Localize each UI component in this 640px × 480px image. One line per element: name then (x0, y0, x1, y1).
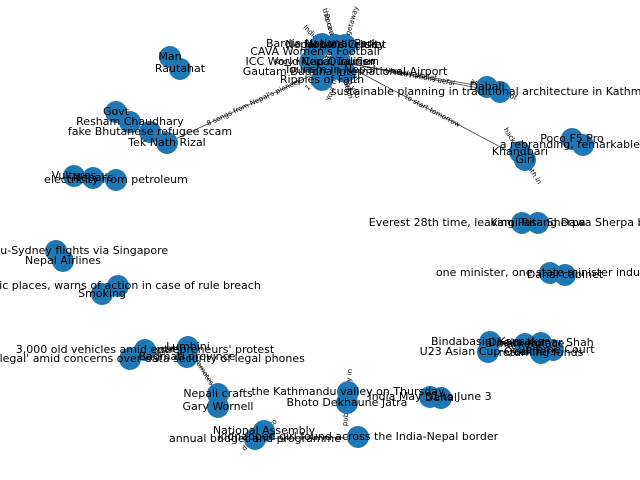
edge-label: lost (98, 174, 112, 183)
graph-node (244, 428, 266, 450)
graph-node (530, 342, 552, 364)
graph-node (156, 132, 178, 154)
node-label: Nepal biodiversity (285, 38, 385, 51)
graph-node (207, 396, 229, 418)
node-label: Man (158, 50, 181, 63)
node-label: National Assembly (213, 424, 316, 437)
node-label: Bhoto Dekhaune Jatra (287, 396, 408, 409)
node-label: Bardia National Park (266, 37, 379, 50)
edge-label: to start tomorrow (403, 93, 461, 129)
graph-node (176, 346, 198, 368)
graph-node (63, 165, 85, 187)
node-label: Tek Nath Rizal (127, 136, 206, 149)
graph-node (336, 392, 358, 414)
graph-node (476, 76, 498, 98)
node-label: Bindabasini Kansakar (431, 335, 549, 348)
graph-node (511, 212, 533, 234)
node-label: 3,000 old vehicles amid entrepreneurs' p… (16, 343, 275, 356)
graph-node (311, 69, 333, 91)
node-label: India May 31 to June 3 (368, 390, 491, 403)
node-label: Everest 28th time, leaving Pasang Dawa S… (369, 216, 640, 229)
node-label: Gary Wornell (183, 400, 254, 413)
graph-node (52, 250, 74, 272)
graph-edge (339, 61, 488, 88)
graph-nodes (45, 33, 594, 450)
node-label: Dhaka Kumar Shah (488, 336, 593, 349)
node-label: annual budget and programme (169, 432, 341, 445)
graph-edge (166, 61, 341, 144)
graph-node (334, 34, 356, 56)
graph-node (514, 149, 536, 171)
node-label: sustainable planning in traditional arch… (331, 85, 640, 98)
graph-node (430, 387, 452, 409)
node-label: a rebranding, remarkable new (500, 138, 640, 151)
node-label: Lumbini (166, 340, 210, 353)
node-label: Nepali crafts (183, 387, 253, 400)
node-label: Nepal Tourism (301, 55, 379, 68)
node-label: Ripples of Faith (280, 73, 364, 86)
node-label: returning funds (499, 346, 584, 359)
node-label: U23 Asian Cup Qualifiers (420, 345, 557, 358)
graph-node (119, 348, 141, 370)
node-label: Khandbari (492, 145, 548, 158)
node-label: Resham Chaudhary (76, 115, 184, 128)
graph-node (91, 283, 113, 305)
graph-edge (254, 436, 359, 440)
graph-node (477, 341, 499, 363)
node-label: Nepal's Cricket (304, 38, 387, 51)
graph-node (105, 169, 127, 191)
graph-edge (339, 61, 526, 161)
node-label: Nepal's (73, 171, 114, 184)
graph-node (119, 111, 141, 133)
node-label: Bagmati province (139, 350, 236, 363)
node-label: Smoking (78, 287, 126, 300)
edge-label: protest (495, 338, 521, 347)
graph-node (82, 167, 104, 189)
node-label: Poco F5 Pro (540, 132, 604, 145)
graph-node (169, 58, 191, 80)
node-label: CAVA Women's Football (250, 45, 380, 58)
node-label: Rautahat (155, 62, 206, 75)
node-label: Dahal (425, 391, 457, 404)
node-label: Kami Rita Sherpa (490, 216, 585, 229)
node-label: kidnapped girl found across the India-Ne… (218, 430, 499, 443)
node-label: Kathmandu-Sydney flights via Singapore (0, 244, 168, 257)
node-label: Nepal Airlines (25, 254, 101, 267)
node-label: Govt (103, 105, 130, 118)
node-label: Dabali (469, 80, 504, 93)
node-label: public places, warns of action in case o… (0, 279, 261, 292)
graph-node (139, 121, 161, 143)
node-label: a marketplace (486, 337, 565, 350)
graph-node (299, 51, 321, 73)
node-label: Girl (515, 153, 534, 166)
edge-label: remove (153, 344, 180, 354)
graph-node (527, 212, 549, 234)
node-label: Dahal cabinet (527, 268, 604, 281)
node-label: Tourism in Nepal (283, 63, 375, 76)
node-label: ICC World Cup Qualifier (246, 55, 375, 68)
graph-node (329, 51, 351, 73)
node-label: Vultures (52, 169, 97, 182)
graph-node (514, 333, 536, 355)
graph-edges (55, 43, 584, 440)
graph-node (572, 134, 594, 156)
graph-node (347, 426, 369, 448)
node-label: Gautam Buddha International Airport (243, 65, 448, 78)
node-label: Nepal 'illegal' amid concerns over data … (0, 352, 305, 365)
graph-node (554, 264, 576, 286)
node-label: Supreme Court (511, 343, 595, 356)
node-label: electricity from petroleum (44, 173, 188, 186)
graph-edge (339, 61, 501, 93)
node-label: fake Bhutanese refugee scam (68, 125, 232, 138)
node-label: one minister, one state minister inducte… (436, 266, 640, 279)
node-label: the Kathmandu valley on Thursday (252, 385, 445, 398)
